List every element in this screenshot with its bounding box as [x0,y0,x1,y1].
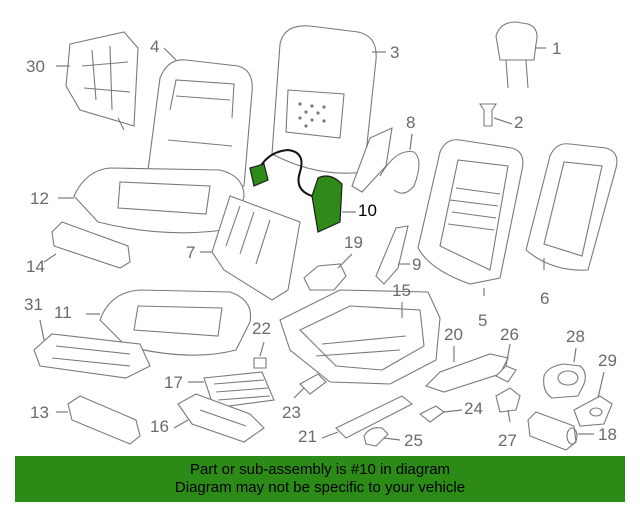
part-9-trim [375,225,409,285]
info-banner: Part or sub-assembly is #10 in diagram D… [15,456,625,502]
part-13-trim [67,395,141,445]
callout-27: 27 [498,431,517,450]
part-24-handle [418,405,445,423]
callout-13: 13 [30,403,49,422]
callout-19: 19 [344,233,363,252]
part-14-bolster [51,221,131,269]
part-5-backrest-frame [417,139,524,285]
part-29-bezel [573,395,613,427]
part-16-lower-tray [177,393,265,443]
banner-line-part-info: Part or sub-assembly is #10 in diagram [189,461,451,478]
callout-14: 14 [26,257,45,276]
callout-16: 16 [150,417,169,436]
callout-22: 22 [252,319,271,338]
part-26-knob [495,365,517,383]
part-6-rear-frame [525,143,618,271]
callout-30: 30 [26,57,45,76]
callout-21: 21 [298,427,317,446]
callout-17: 17 [164,373,183,392]
part-31-heater-mat [33,333,151,379]
part-25-cap [363,427,389,447]
seat-parts-diagram [33,21,618,451]
part-7-backrest-panel [211,195,301,301]
callout-20: 20 [444,325,463,344]
callout-23: 23 [282,403,301,422]
part-2-guide-sleeve [478,103,498,127]
callout-6: 6 [540,289,550,308]
callout-1: 1 [552,39,562,58]
callout-5: 5 [478,311,488,330]
callout-24: 24 [464,399,483,418]
part-19-bracket [303,263,347,291]
part-22-button [253,357,267,369]
part-18-motor [527,411,578,451]
callout-11: 11 [54,303,72,322]
callout-26: 26 [500,325,519,344]
part-8-side-panel [351,127,420,194]
callout-10: 10 [358,201,377,220]
leader-lines [39,47,605,441]
part-10-highlighted-module [249,148,343,233]
callout-7: 7 [186,243,196,262]
callout-8: 8 [406,113,416,132]
part-27-lever [495,387,521,413]
callout-28: 28 [566,327,585,346]
callout-9: 9 [412,255,422,274]
callout-29: 29 [598,351,617,370]
callout-31: 31 [24,295,43,314]
callout-4: 4 [150,37,160,56]
part-1-headrest [495,21,538,89]
part-20-side-trim [424,353,509,393]
part-12-cushion-cover [73,167,245,234]
callout-12: 12 [30,189,49,208]
banner-line-disclaimer: Diagram may not be specific to your vehi… [174,479,466,496]
callout-3: 3 [390,43,400,62]
part-28-switch [543,363,586,399]
part-30-back-panel [65,31,139,131]
part-3-backrest-foam [271,25,377,174]
part-23-clip [299,373,327,395]
callout-18: 18 [598,425,617,444]
part-17-heater-element [203,371,275,409]
callout-2: 2 [514,113,524,132]
part-11-cushion-foam [99,289,252,356]
part-15-seat-frame [279,289,441,385]
part-21-rail [335,395,414,439]
callout-25: 25 [404,431,423,450]
callout-15: 15 [392,281,411,300]
